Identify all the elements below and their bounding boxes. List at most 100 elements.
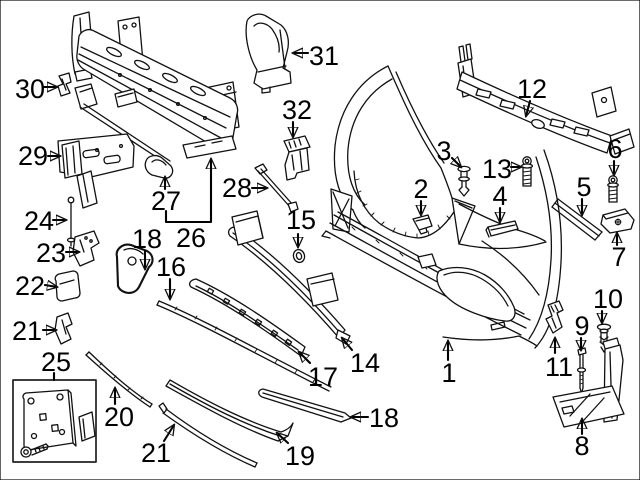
part-number-label: 13 bbox=[482, 154, 512, 184]
part-number-label: 24 bbox=[24, 206, 54, 236]
leader-arrow bbox=[277, 433, 290, 445]
part-number-label: 16 bbox=[156, 252, 186, 282]
bracket-18-upper bbox=[115, 243, 154, 294]
tie-bar-12 bbox=[456, 43, 635, 155]
bracket-23 bbox=[72, 230, 100, 267]
part-number-label: 1 bbox=[441, 358, 456, 388]
callout-18: 18 bbox=[351, 403, 399, 433]
callout-17: 17 bbox=[299, 352, 338, 392]
part-number-label: 12 bbox=[517, 74, 547, 104]
impact-bar-assembly bbox=[71, 11, 240, 179]
callout-2: 2 bbox=[413, 174, 429, 215]
callout-30: 30 bbox=[15, 74, 57, 104]
callout-29: 29 bbox=[18, 141, 60, 171]
pin-24 bbox=[66, 196, 76, 247]
callout-25: 25 bbox=[41, 347, 71, 382]
bracket-21-left bbox=[54, 312, 73, 345]
part-number-label: 3 bbox=[436, 136, 451, 166]
bracket-29 bbox=[57, 133, 135, 209]
callout-6: 6 bbox=[607, 134, 623, 175]
bolt-13 bbox=[520, 156, 534, 187]
part-number-label: 29 bbox=[18, 141, 48, 171]
screw-9 bbox=[576, 347, 587, 394]
bracket-32 bbox=[283, 135, 311, 181]
part-number-label: 19 bbox=[285, 441, 315, 471]
clip-2 bbox=[412, 214, 433, 235]
callout-19: 19 bbox=[277, 433, 315, 471]
callout-26: 26 bbox=[164, 159, 211, 253]
callout-1: 1 bbox=[441, 341, 457, 388]
pad-22 bbox=[54, 270, 81, 302]
part-number-label: 9 bbox=[574, 311, 589, 341]
part-number-label: 6 bbox=[607, 134, 622, 164]
leader-arrow bbox=[299, 352, 312, 365]
part-number-label: 20 bbox=[104, 402, 134, 432]
strip-18-lower bbox=[258, 388, 352, 423]
bracket-8 bbox=[552, 337, 625, 428]
grommet-15 bbox=[292, 248, 306, 264]
bracket-4 bbox=[485, 220, 519, 238]
leader-arrow bbox=[43, 285, 57, 287]
callout-31: 31 bbox=[293, 41, 339, 71]
callout-8: 8 bbox=[574, 419, 590, 461]
callout-5: 5 bbox=[576, 172, 592, 215]
callout-22: 22 bbox=[15, 271, 57, 301]
bolt-6 bbox=[607, 175, 619, 203]
bracket-11 bbox=[545, 300, 564, 334]
part-number-label: 10 bbox=[593, 284, 623, 314]
part-number-label: 18 bbox=[369, 403, 399, 433]
part-number-label: 15 bbox=[286, 205, 316, 235]
strip-20 bbox=[85, 351, 153, 408]
callout-14: 14 bbox=[342, 338, 380, 378]
part-number-label: 5 bbox=[576, 172, 591, 202]
part-number-label: 23 bbox=[36, 238, 66, 268]
leader-arrow bbox=[452, 158, 461, 167]
part-number-label: 28 bbox=[222, 173, 252, 203]
clip-30 bbox=[57, 72, 72, 97]
leader-arrow bbox=[526, 99, 530, 116]
callout-24: 24 bbox=[24, 206, 66, 236]
callout-32: 32 bbox=[282, 95, 312, 137]
leader-arrow bbox=[162, 425, 174, 443]
callout-28: 28 bbox=[222, 173, 267, 203]
part-number-label: 8 bbox=[574, 431, 589, 461]
part-number-label: 21 bbox=[12, 316, 42, 346]
callout-9: 9 bbox=[574, 311, 590, 350]
callout-18: 18 bbox=[132, 224, 162, 269]
clip-7 bbox=[600, 208, 635, 234]
callout-20: 20 bbox=[104, 388, 134, 432]
part-number-label: 25 bbox=[41, 347, 71, 377]
clip-3 bbox=[457, 165, 471, 197]
rod-28 bbox=[254, 163, 299, 213]
callout-7: 7 bbox=[611, 233, 627, 272]
callout-10: 10 bbox=[593, 284, 623, 323]
absorber-14 bbox=[227, 210, 351, 345]
part-number-label: 11 bbox=[545, 352, 573, 382]
part-number-label: 14 bbox=[350, 348, 380, 378]
part-number-label: 2 bbox=[413, 174, 428, 204]
strip-21-lower bbox=[158, 402, 258, 468]
part-number-label: 27 bbox=[151, 186, 181, 216]
callout-13: 13 bbox=[482, 154, 521, 184]
part-number-label: 21 bbox=[141, 438, 171, 468]
callout-3: 3 bbox=[436, 136, 461, 167]
callout-16: 16 bbox=[156, 252, 186, 299]
part-number-label: 4 bbox=[492, 181, 507, 211]
part-number-label: 30 bbox=[15, 74, 45, 104]
callout-21: 21 bbox=[12, 316, 56, 346]
part-number-label: 32 bbox=[282, 95, 312, 125]
callout-15: 15 bbox=[286, 205, 316, 247]
callout-21: 21 bbox=[141, 425, 174, 468]
part-number-label: 7 bbox=[611, 242, 626, 272]
part-number-label: 17 bbox=[308, 362, 338, 392]
strip-19 bbox=[165, 379, 294, 442]
leader-arrow bbox=[342, 338, 354, 352]
part-number-label: 26 bbox=[176, 223, 206, 253]
absorber-17 bbox=[189, 278, 306, 357]
callout-4: 4 bbox=[492, 181, 508, 222]
callout-27: 27 bbox=[151, 177, 181, 216]
callout-12: 12 bbox=[517, 74, 547, 116]
